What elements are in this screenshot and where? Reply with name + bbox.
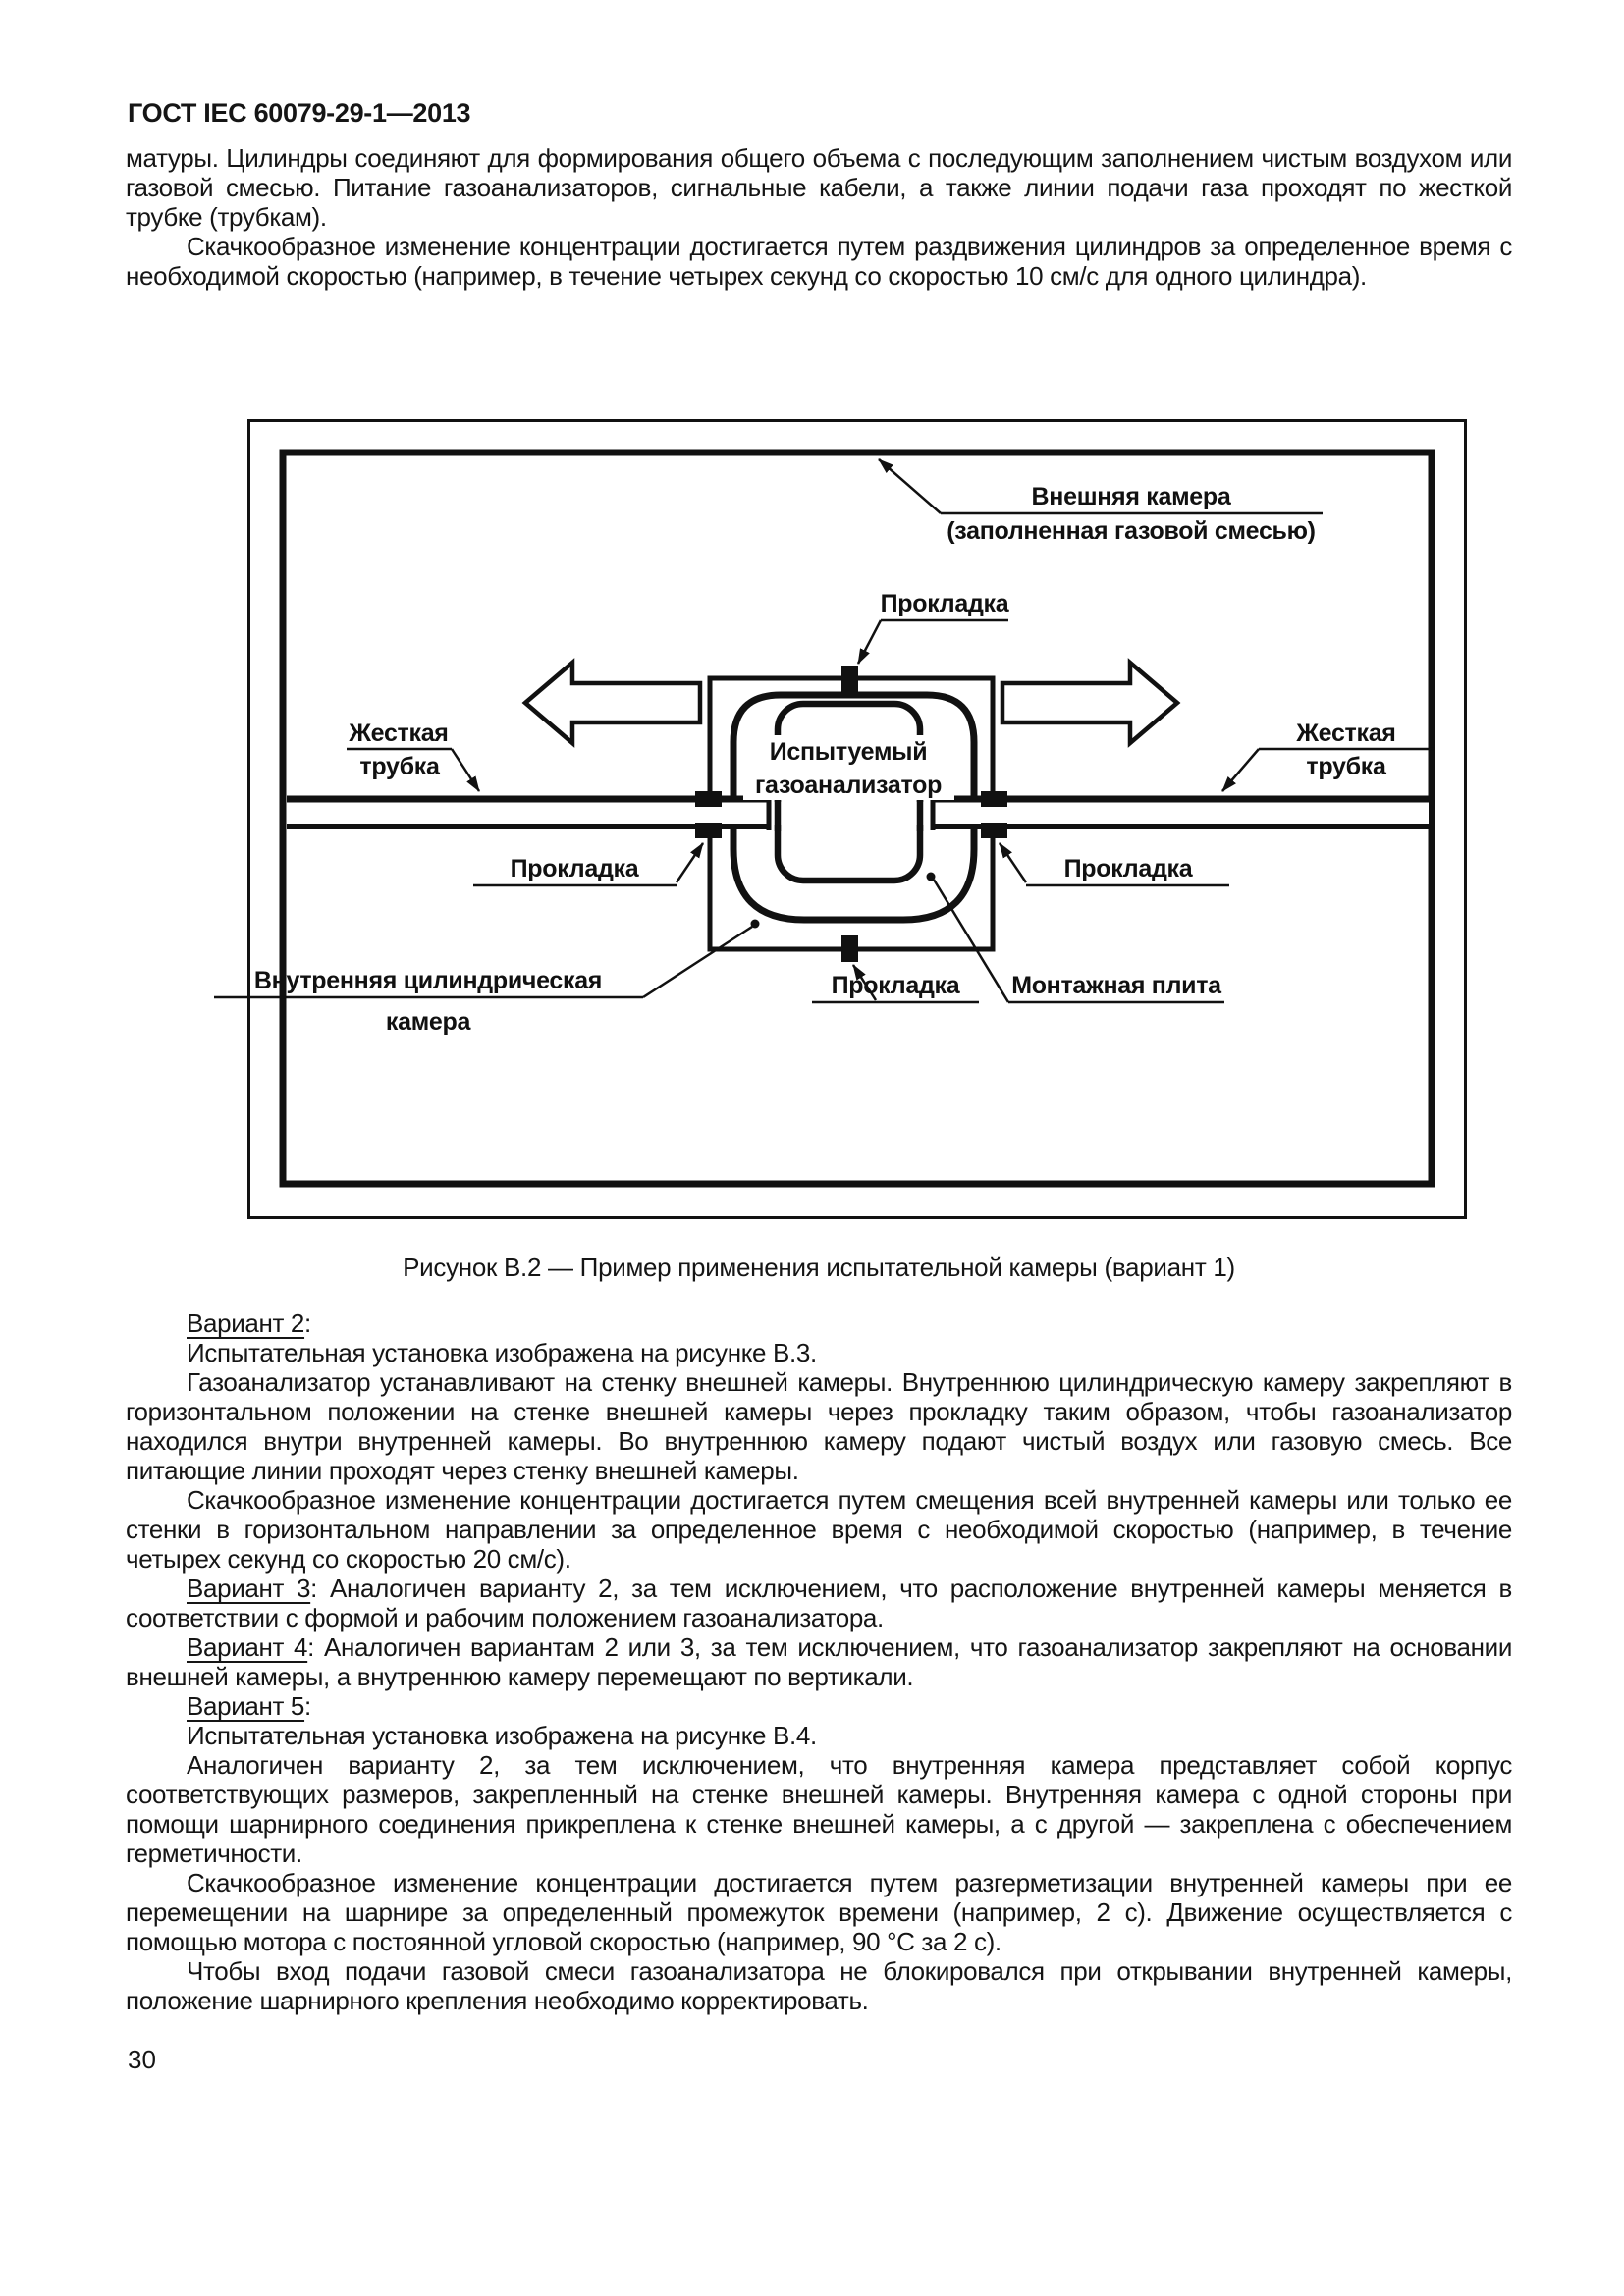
outer-chamber <box>279 449 1435 1188</box>
gaskets <box>695 666 1007 962</box>
label-outer-chamber-line1: Внешняя камера <box>1032 483 1232 510</box>
gasket-bottom <box>841 935 858 962</box>
label-rigid-tube-left-line2: трубка <box>359 753 441 780</box>
paragraph: Скачкообразное изменение концентрации до… <box>126 232 1512 291</box>
arrow-right-icon <box>1000 658 1181 748</box>
intro-text: матуры. Цилиндры соединяют для формирова… <box>126 143 1512 291</box>
variants-text: Вариант 2: Испытательная установка изобр… <box>126 1308 1512 2015</box>
page-number: 30 <box>128 2045 156 2074</box>
label-gasket-bottom: Прокладка <box>832 972 961 999</box>
arrow-left-icon <box>521 658 703 748</box>
label-outer-chamber-line2: (заполненная газовой смесью) <box>947 517 1315 545</box>
figure-caption: Рисунок В.2 — Пример применения испытате… <box>403 1253 1235 1282</box>
test-chamber-diagram: Внешняя камера (заполненная газовой смес… <box>214 419 1467 1219</box>
variant-heading: Вариант 2 <box>187 1308 305 1338</box>
label-rigid-tube-left-line1: Жесткая <box>348 720 448 747</box>
gasket-right-lower <box>981 823 1007 838</box>
paragraph: Газоанализатор устанавливают на стенку в… <box>126 1367 1512 1485</box>
paragraph: Чтобы вход подачи газовой смеси газоанал… <box>126 1956 1512 2015</box>
paragraph: Вариант 4: Аналогичен вариантам 2 или 3,… <box>126 1632 1512 1691</box>
label-inner-chamber-line2: камера <box>386 1008 472 1036</box>
figure-b2: Внешняя камера (заполненная газовой смес… <box>214 419 1467 1220</box>
variant-heading: Вариант 3 <box>187 1574 311 1603</box>
paragraph: матуры. Цилиндры соединяют для формирова… <box>126 143 1512 232</box>
label-rigid-tube-right-line1: Жесткая <box>1295 720 1395 747</box>
gasket-right-upper <box>981 791 1007 807</box>
motion-arrows <box>521 658 1181 748</box>
label-gasket-top: Прокладка <box>881 590 1010 617</box>
paragraph: Скачкообразное изменение концентрации до… <box>126 1868 1512 1956</box>
label-gasket-left: Прокладка <box>511 855 640 882</box>
label-rigid-tube-right-line2: трубка <box>1306 753 1387 780</box>
paragraph: Испытательная установка изображена на ри… <box>187 1721 817 1750</box>
paragraph: Вариант 5: <box>187 1691 311 1721</box>
page-title: ГОСТ IEC 60079-29-1—2013 <box>128 98 471 128</box>
paragraph: Испытательная установка изображена на ри… <box>187 1338 817 1367</box>
paragraph: Аналогичен варианту 2, за тем исключение… <box>126 1750 1512 1868</box>
label-analyzer-line1: Испытуемый <box>770 738 928 766</box>
label-inner-chamber-line1: Внутренняя цилиндрическая <box>254 967 602 994</box>
label-gasket-right: Прокладка <box>1064 855 1194 882</box>
paragraph: Вариант 3: Аналогичен варианту 2, за тем… <box>126 1574 1512 1632</box>
gasket-top <box>841 666 858 692</box>
inner-cylindrical-chamber <box>730 691 978 924</box>
gasket-left-lower <box>695 823 722 838</box>
rigid-tube <box>287 795 1429 831</box>
label-mounting-plate: Монтажная плита <box>1011 972 1222 999</box>
figure-frame <box>247 419 1467 1219</box>
paragraph: Вариант 2: <box>187 1308 311 1338</box>
label-underlines <box>214 511 1434 1004</box>
label-analyzer-line2: газоанализатор <box>755 772 942 799</box>
variant-heading: Вариант 5 <box>187 1691 305 1721</box>
paragraph: Скачкообразное изменение концентрации до… <box>126 1485 1512 1574</box>
gasket-left-upper <box>695 791 722 807</box>
leader-lines <box>450 458 1260 1003</box>
variant-heading: Вариант 4 <box>187 1632 308 1662</box>
